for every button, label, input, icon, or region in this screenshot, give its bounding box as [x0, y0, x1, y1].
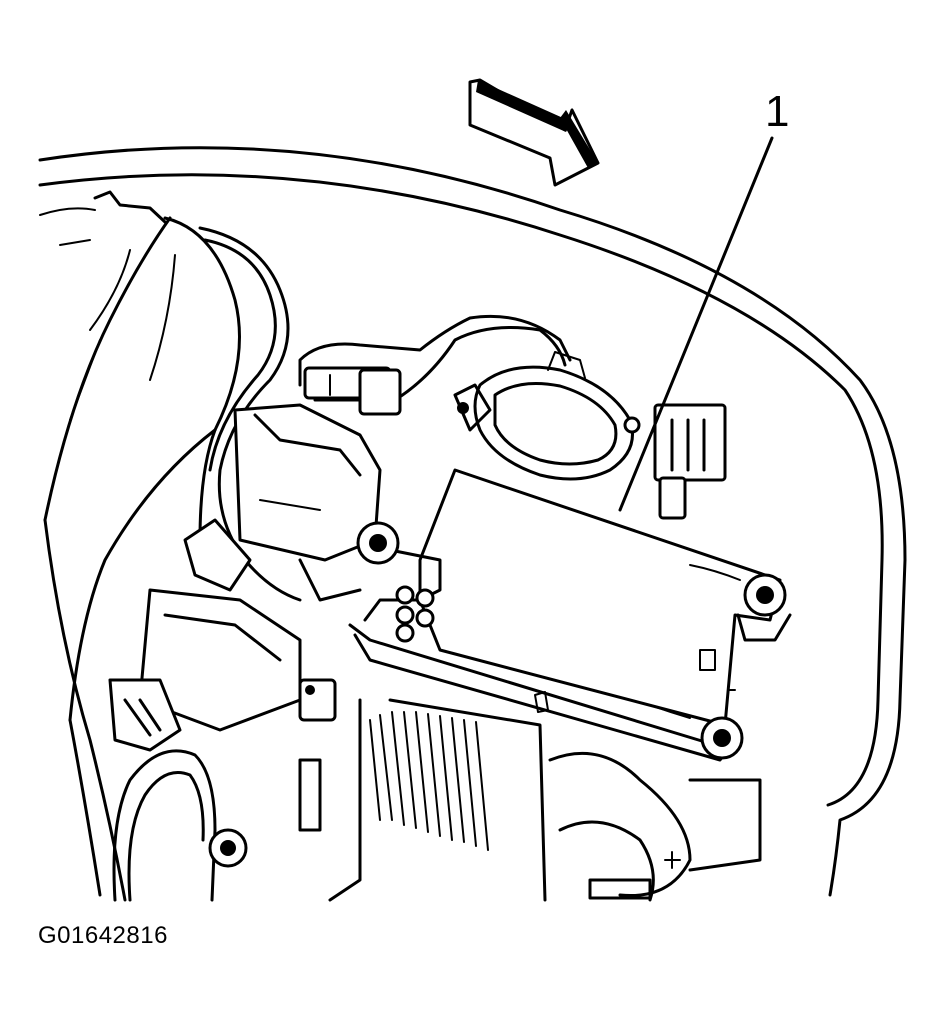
lower-wire-loop — [112, 749, 217, 902]
harness-connector — [303, 366, 402, 416]
mounting-bolt-upper-left — [356, 521, 400, 565]
left-connector-upper — [183, 403, 382, 602]
mounting-bolt-right — [743, 573, 787, 617]
left-connector-lower — [108, 588, 337, 752]
figure-id-label: G01642816 — [38, 922, 168, 949]
callout-number: 1 — [765, 87, 789, 136]
side-connector — [653, 403, 727, 520]
callout-leader-line — [618, 136, 774, 512]
left-molded-panel — [43, 216, 241, 902]
oval-grommet — [453, 351, 641, 481]
mounting-bolt-lower-right — [700, 716, 744, 760]
direction-arrow-icon — [468, 78, 600, 187]
mounting-bolt-lower-left — [208, 828, 248, 868]
outer-trim-outline — [38, 146, 907, 897]
lower-bracket-area — [298, 681, 762, 902]
